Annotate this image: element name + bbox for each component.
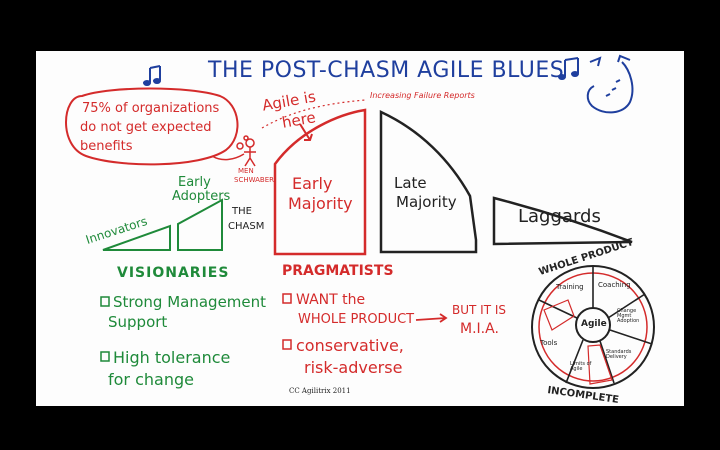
early-adopters-shape bbox=[178, 200, 222, 250]
stick-figure bbox=[244, 139, 256, 166]
page-title: THE POST-CHASM AGILE BLUES bbox=[208, 60, 564, 82]
speech-bubble-line2: do not get expected bbox=[80, 121, 211, 134]
checkbox-icon bbox=[101, 352, 109, 361]
failure-reports-label: Increasing Failure Reports bbox=[370, 92, 475, 100]
chasm-label-line1: THE bbox=[232, 207, 252, 217]
slice-limits: Limits of Agile bbox=[570, 362, 596, 372]
pragmatists-item1-line2: WHOLE PRODUCT bbox=[298, 313, 414, 326]
early-majority-label-line1: Early bbox=[292, 176, 332, 192]
pragmatists-but-line1: BUT IT IS bbox=[452, 304, 506, 316]
visionaries-item1-line1: Strong Management bbox=[113, 295, 266, 310]
person-label-line1: MEN bbox=[238, 168, 254, 175]
late-majority-label-line2: Majority bbox=[396, 195, 457, 210]
slice-training: Training bbox=[556, 284, 584, 291]
pragmatists-item2-line2: risk-adverse bbox=[304, 360, 402, 376]
music-note-icon bbox=[144, 66, 160, 85]
visionaries-heading: VISIONARIES bbox=[117, 266, 229, 280]
checkbox-icon bbox=[283, 294, 291, 303]
but-arrow bbox=[416, 314, 446, 322]
pragmatists-heading: PRAGMATISTS bbox=[282, 264, 394, 278]
visionaries-item1-line2: Support bbox=[108, 315, 167, 330]
slice-change-mgmt: Change Mgmt Adoption bbox=[617, 309, 649, 324]
whole-product-center: Agile bbox=[581, 320, 607, 329]
pragmatists-item1-line1: WANT the bbox=[296, 293, 365, 307]
chasm-label-line2: CHASM bbox=[228, 222, 264, 232]
saxophone-icon bbox=[559, 56, 632, 112]
checkbox-icon bbox=[101, 297, 109, 306]
speech-bubble-line3: benefits bbox=[80, 140, 133, 153]
visionaries-item2-line2: for change bbox=[108, 372, 194, 388]
visionaries-item2-line1: High tolerance bbox=[113, 350, 230, 366]
slice-tools: Tools bbox=[540, 340, 557, 347]
speech-bubble-line1: 75% of organizations bbox=[82, 102, 219, 115]
laggards-label: Laggards bbox=[518, 208, 601, 226]
checkbox-icon bbox=[283, 340, 291, 349]
pragmatists-but-line2: M.I.A. bbox=[460, 322, 499, 336]
late-majority-label-line1: Late bbox=[394, 176, 427, 191]
early-adopters-label-line1: Early bbox=[178, 176, 211, 189]
slice-standards: Standards Delivery bbox=[606, 350, 640, 360]
early-majority-label-line2: Majority bbox=[288, 196, 353, 212]
pragmatists-item2-line1: conservative, bbox=[296, 338, 404, 354]
slice-coaching: Coaching bbox=[598, 282, 631, 289]
person-label-line2: SCHWABER bbox=[234, 177, 274, 184]
credit-label: CC Agilitrix 2011 bbox=[289, 388, 351, 395]
early-adopters-label-line2: Adopters bbox=[172, 190, 230, 203]
